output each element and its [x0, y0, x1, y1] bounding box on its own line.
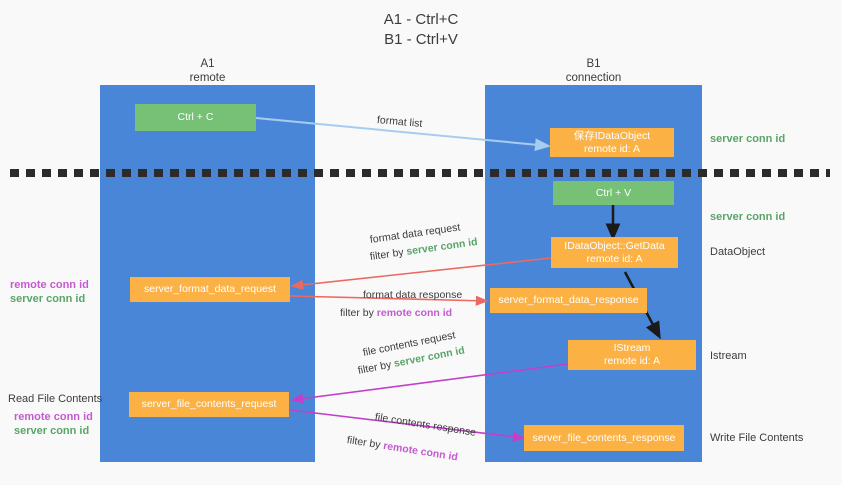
box-ctrl-c[interactable]: Ctrl + C — [135, 104, 256, 131]
filter-by-4-prefix: filter by — [346, 434, 385, 452]
column-b1-name: B1 — [586, 58, 601, 70]
arrow-label-filter-by-4: filter by remote conn id — [346, 433, 459, 464]
box-server-file-contents-request-label: server_file_contents_request — [141, 398, 277, 410]
box-save-idataobject[interactable]: 保存IDataObject remote id: A — [550, 128, 674, 157]
box-ctrl-v-label: Ctrl + V — [595, 186, 632, 199]
box-server-file-contents-response-label: server_file_contents_response — [532, 431, 676, 444]
divider-dashed-line — [10, 169, 830, 177]
filter-by-1-prefix: filter by — [369, 245, 408, 263]
label-server-conn-id-2: server conn id — [14, 425, 90, 437]
filter-by-2-value: remote conn id — [376, 307, 453, 319]
box-server-file-contents-request[interactable]: server_file_contents_request — [129, 392, 289, 417]
title-line-1: A1 - Ctrl+C — [383, 11, 459, 28]
box-server-format-data-request-label: server_format_data_request — [144, 283, 276, 295]
filter-by-4-value: remote conn id — [382, 439, 459, 464]
box-save-idataobject-line2: remote id: A — [583, 142, 641, 155]
page-title: A1 - Ctrl+C B1 - Ctrl+V — [0, 10, 842, 50]
label-istream: Istream — [710, 350, 747, 362]
arrow-label-filter-by-2: filter by remote conn id — [340, 306, 452, 320]
column-a1-name: A1 — [200, 58, 215, 70]
box-istream-line2: remote id: A — [603, 355, 661, 367]
title-line-2: B1 - Ctrl+V — [384, 31, 458, 48]
box-server-format-data-request[interactable]: server_format_data_request — [130, 277, 290, 302]
filter-by-2-prefix: filter by — [340, 307, 377, 319]
column-header-a1: A1 remote — [100, 57, 315, 85]
filter-by-3-prefix: filter by — [356, 358, 396, 377]
label-server-conn-id-top: server conn id — [710, 133, 786, 145]
label-dataobject: DataObject — [710, 246, 766, 258]
column-b1-sub: connection — [565, 72, 622, 84]
box-server-format-data-response-label: server_format_data_response — [498, 294, 639, 306]
box-istream[interactable]: IStream remote id: A — [568, 340, 696, 370]
box-ctrl-c-label: Ctrl + C — [177, 111, 214, 123]
column-header-b1: B1 connection — [485, 57, 702, 85]
box-server-format-data-response[interactable]: server_format_data_response — [490, 288, 647, 313]
label-remote-conn-id-2: remote conn id — [14, 411, 93, 423]
arrow-label-format-list: format list — [376, 114, 423, 130]
box-ctrl-v[interactable]: Ctrl + V — [553, 181, 674, 205]
box-server-file-contents-response[interactable]: server_file_contents_response — [524, 425, 684, 451]
box-getdata-line2: remote id: A — [586, 252, 643, 265]
label-write-file-contents: Write File Contents — [710, 432, 804, 444]
box-istream-line1: IStream — [613, 342, 651, 354]
label-remote-conn-id-1: remote conn id — [10, 279, 89, 291]
box-save-idataobject-line1: 保存IDataObject — [573, 129, 651, 142]
label-server-conn-id-1: server conn id — [10, 293, 86, 305]
arrow-label-format-data-response: format data response — [363, 289, 463, 301]
box-idataobject-getdata[interactable]: IDataObject::GetData remote id: A — [551, 237, 678, 268]
box-getdata-line1: IDataObject::GetData — [564, 239, 665, 252]
column-a1-sub: remote — [189, 72, 226, 84]
arrow-label-file-contents-response: file contents response — [374, 411, 477, 439]
label-server-conn-id-mid: server conn id — [710, 211, 786, 223]
label-read-file-contents: Read File Contents — [8, 393, 103, 405]
